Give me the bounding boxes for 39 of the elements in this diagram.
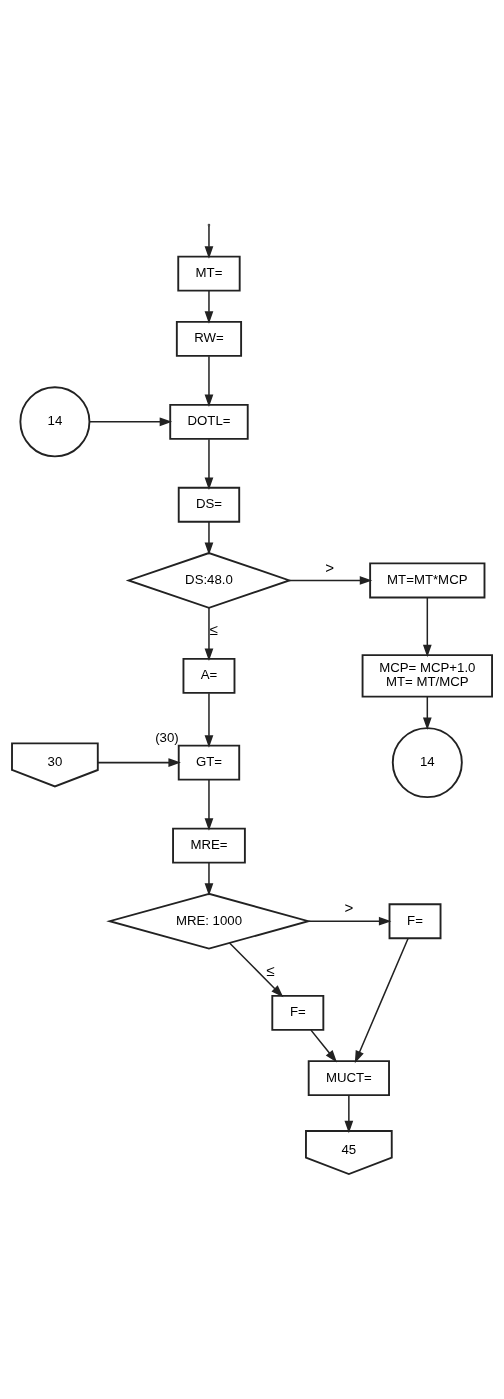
node-label: (30) [155, 730, 179, 746]
arrow [204, 290, 214, 324]
arrow [344, 1094, 354, 1134]
arrow [228, 942, 284, 998]
node-box: RW= [175, 320, 243, 357]
arrow [204, 692, 214, 748]
arrow [204, 438, 214, 491]
arrow [354, 937, 409, 1064]
arrow [310, 1029, 337, 1063]
node-box: MT= [177, 255, 241, 292]
arrow [422, 596, 432, 658]
node-circle: 14 [391, 727, 463, 799]
arrow [307, 916, 392, 926]
arrow [97, 758, 181, 767]
node-diamond: DS:48.0 [125, 552, 293, 609]
node-box: MT=MT*MCP [369, 562, 486, 599]
arrow [204, 779, 214, 831]
edge-label: ≤ [266, 961, 275, 979]
arrow [204, 224, 214, 259]
node-box: A= [182, 657, 236, 694]
node-circle: 14 [19, 386, 91, 458]
arrow [422, 696, 432, 731]
arrow [204, 607, 214, 661]
node-box: F= [388, 903, 442, 940]
node-box: MCP= MCP+1.0 MT= MT/MCP [361, 654, 493, 698]
node-box: MUCT= [307, 1060, 390, 1097]
node-box: F= [271, 994, 325, 1031]
arrow [89, 417, 173, 427]
node-box: DS= [177, 486, 241, 523]
edge-label: > [344, 899, 354, 917]
node-box: GT= [177, 744, 241, 781]
arrow [204, 862, 214, 896]
edge-label: ≤ [209, 621, 218, 639]
arrow [288, 576, 373, 585]
node-box: MRE= [172, 827, 246, 864]
node-box: DOTL= [169, 403, 249, 440]
arrow [204, 355, 214, 408]
arrow [204, 521, 214, 555]
edge-label: > [325, 558, 335, 576]
